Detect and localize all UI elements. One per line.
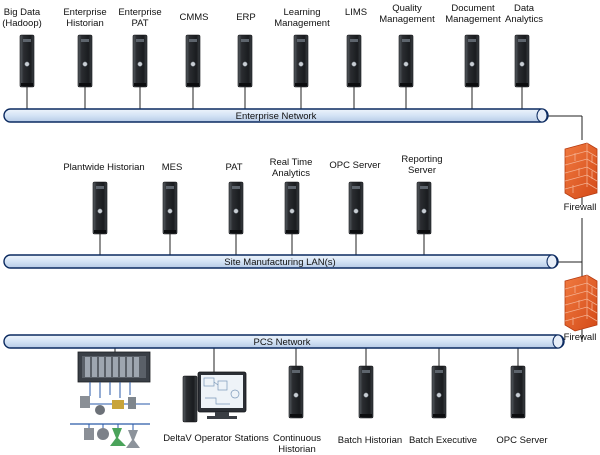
server-label-real-time-analytics: Real Time Analytics	[269, 157, 313, 179]
server-label-lims: LIMS	[344, 7, 368, 18]
enterprise-server-tower	[464, 34, 480, 88]
server-tower-layer	[19, 34, 530, 419]
server-label-plantwide-historian: Plantwide Historian	[63, 162, 145, 173]
server-label-reporting-server: Reporting Server	[401, 154, 443, 176]
server-label-batch-historian: Batch Historian	[337, 435, 403, 446]
firewall-lower	[564, 274, 598, 332]
enterprise-network-label: Enterprise Network	[236, 111, 317, 122]
enterprise-server-tower	[77, 34, 93, 88]
site-lan-label: Site Manufacturing LAN(s)	[224, 257, 335, 268]
firewall-upper	[564, 142, 598, 200]
deltav-operator-station	[182, 371, 247, 423]
enterprise-server-tower	[185, 34, 201, 88]
site-server-tower	[92, 181, 108, 235]
site-server-tower	[228, 181, 244, 235]
enterprise-server-tower	[514, 34, 530, 88]
pcs-server-tower	[288, 365, 304, 419]
server-label-pcs-opc-server: OPC Server	[496, 435, 548, 446]
pcs-server-tower	[358, 365, 374, 419]
server-label-site-opc-server: OPC Server	[329, 160, 381, 171]
server-label-document-management: Document Management	[445, 3, 501, 25]
server-label-enterprise-pat: Enterprise PAT	[118, 7, 162, 29]
server-label-big-data: Big Data (Hadoop)	[2, 7, 42, 29]
enterprise-server-tower	[398, 34, 414, 88]
server-label-erp: ERP	[236, 12, 256, 23]
server-label-cmms: CMMS	[179, 12, 209, 23]
operator-stations-label: DeltaV Operator Stations	[163, 433, 269, 444]
pcs-server-tower	[510, 365, 526, 419]
firewall-label-upper: Firewall	[563, 202, 597, 213]
server-label-data-analytics: Data Analytics	[504, 3, 543, 25]
connector-lines	[26, 87, 523, 372]
enterprise-server-tower	[293, 34, 309, 88]
enterprise-server-tower	[237, 34, 253, 88]
server-label-quality-management: Quality Management	[379, 3, 435, 25]
field-devices	[80, 396, 140, 448]
server-label-mes: MES	[161, 162, 183, 173]
pcs-network-label: PCS Network	[253, 337, 310, 348]
deltav-controller-rack	[70, 351, 151, 448]
pcs-network-bus: PCS Network	[3, 334, 565, 349]
firewall-label-lower: Firewall	[563, 332, 597, 343]
site-manufacturing-lan-bus: Site Manufacturing LAN(s)	[3, 254, 559, 269]
enterprise-server-tower	[132, 34, 148, 88]
server-label-continuous-historian: Continuous Historian	[272, 433, 322, 455]
site-server-tower	[416, 181, 432, 235]
pcs-server-tower	[431, 365, 447, 419]
enterprise-server-tower	[19, 34, 35, 88]
enterprise-network-bus: Enterprise Network	[3, 108, 549, 123]
site-server-tower	[162, 181, 178, 235]
server-label-batch-executive: Batch Executive	[408, 435, 478, 446]
server-label-enterprise-historian: Enterprise Historian	[63, 7, 107, 29]
enterprise-server-tower	[346, 34, 362, 88]
server-label-learning-management: Learning Management	[274, 7, 330, 29]
site-server-tower	[348, 181, 364, 235]
server-label-pat: PAT	[225, 162, 243, 173]
site-server-tower	[284, 181, 300, 235]
